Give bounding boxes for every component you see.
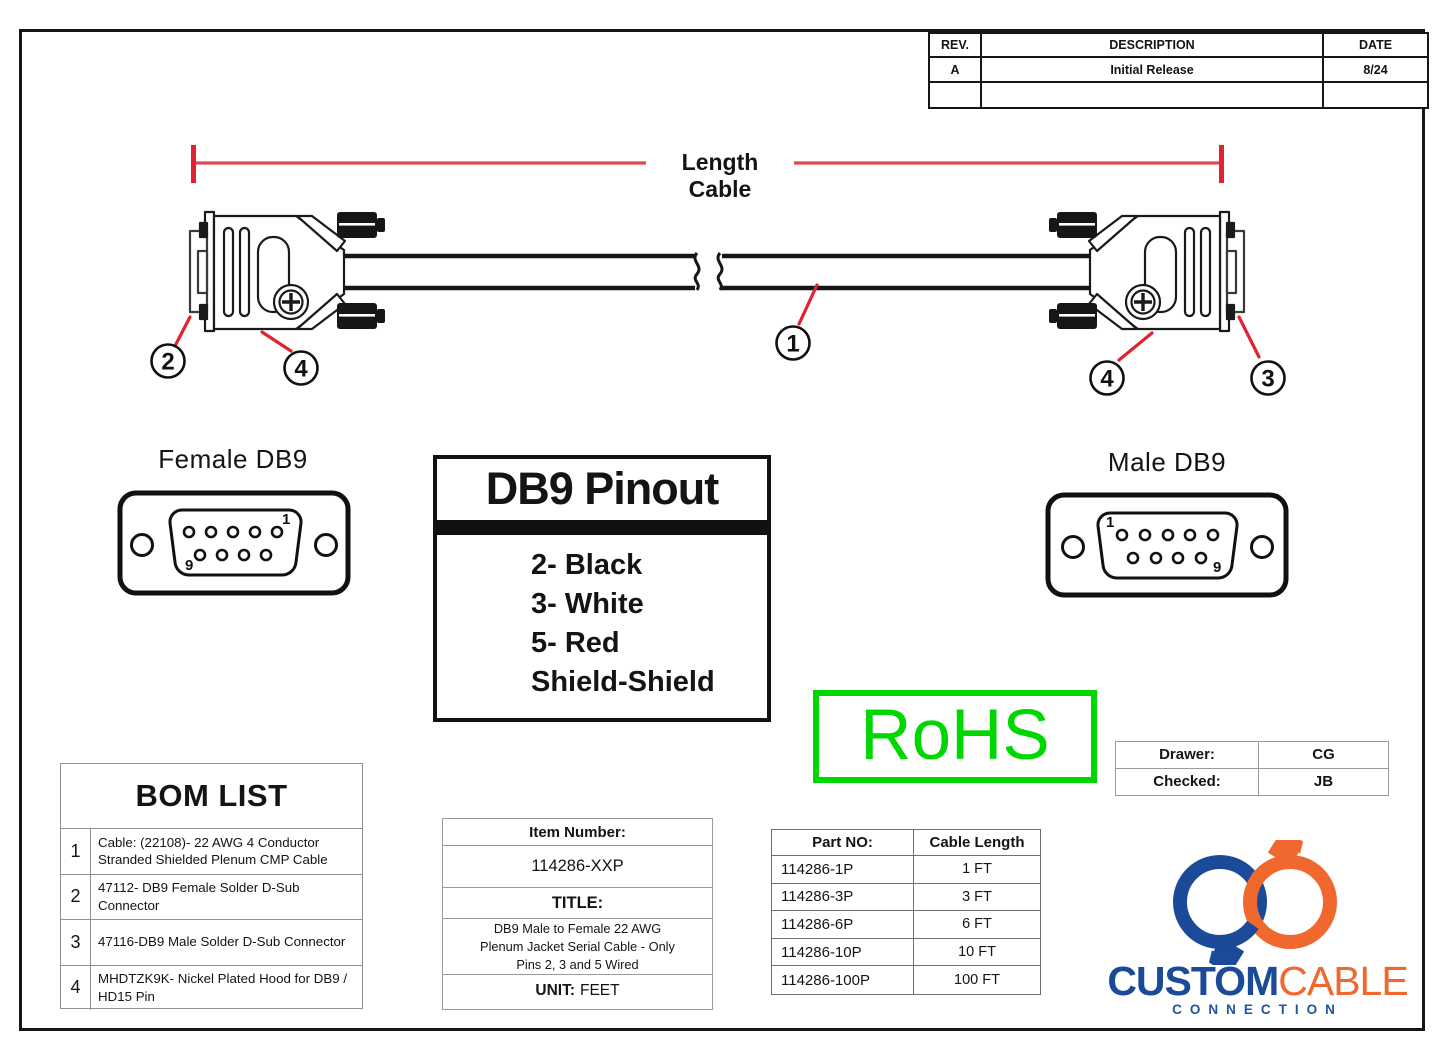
callout-4-right: 4 <box>1100 366 1114 393</box>
callout-leaders <box>174 283 1261 362</box>
title-line: Pins 2, 3 and 5 Wired <box>516 956 639 972</box>
revision-table: REV. DESCRIPTION DATE A Initial Release … <box>928 32 1429 109</box>
logo-cable: CABLE <box>1278 958 1408 1004</box>
item-number-label: Item Number: <box>443 819 712 846</box>
pinout-divider <box>437 520 767 535</box>
rev-value: A <box>930 58 982 83</box>
callout-2: 2 <box>161 349 174 376</box>
callout-3: 3 <box>1261 366 1274 393</box>
cable-length-header: Cable Length <box>914 830 1040 856</box>
bom-item-desc: 47116-DB9 Male Solder D-Sub Connector <box>98 934 346 950</box>
cable-length: 10 FT <box>914 939 1040 967</box>
part-no: 114286-10P <box>772 938 914 967</box>
bom-row: 3 47116-DB9 Male Solder D-Sub Connector <box>61 920 362 966</box>
bom-title: BOM LIST <box>61 764 362 829</box>
infinity-cable-icon <box>1173 829 1337 975</box>
date-header: DATE <box>1324 34 1427 58</box>
cable-length: 100 FT <box>954 972 1000 989</box>
bom-item-number: 3 <box>61 920 91 965</box>
title-value: DB9 Male to Female 22 AWG Plenum Jacket … <box>443 919 712 975</box>
callout-1: 1 <box>786 331 799 358</box>
part-no: 114286-1P <box>772 856 914 884</box>
bom-item-number: 4 <box>61 965 91 1010</box>
date-empty <box>1324 83 1427 107</box>
checked-label: Checked: <box>1116 768 1259 795</box>
db9-connector-right <box>1047 210 1246 333</box>
approval-table: Drawer: CG Checked: JB <box>1115 741 1389 796</box>
logo-connection: CONNECTION <box>1172 1002 1343 1017</box>
description-header: DESCRIPTION <box>982 34 1324 58</box>
logo-wordmark: CUSTOMCABLE <box>1085 958 1430 1005</box>
rev-header: REV. <box>930 34 982 58</box>
bom-row: 1 Cable: (22108)- 22 AWG 4 Conductor Str… <box>61 829 362 875</box>
description-empty <box>982 83 1324 107</box>
rohs-badge: RoHS <box>813 690 1097 783</box>
female-db9-face: 1 9 <box>117 490 351 596</box>
drawer-value: CG <box>1259 742 1388 769</box>
db9-connector-left <box>188 210 385 333</box>
callout-4-left: 4 <box>294 356 308 383</box>
rev-empty <box>930 83 982 107</box>
date-value: 8/24 <box>1324 58 1427 83</box>
pinout-line-4: Shield-Shield <box>531 666 715 698</box>
male-db9-face: 1 9 <box>1045 492 1289 598</box>
item-info-box: Item Number: 114286-XXP TITLE: DB9 Male … <box>442 818 713 1010</box>
bom-item-number: 2 <box>61 874 91 919</box>
item-number-value: 114286-XXP <box>443 846 712 888</box>
bom-row: 4 MHDTZK9K- Nickel Plated Hood for DB9 /… <box>61 965 362 1010</box>
pinout-title: DB9 Pinout <box>485 463 720 514</box>
bom-item-number: 1 <box>61 829 91 874</box>
pinout-line-2: 3- White <box>531 588 644 620</box>
male-db9-label: Male DB9 <box>1107 447 1227 477</box>
female-pin9-label: 9 <box>185 557 193 574</box>
logo-custom: CUSTOM <box>1107 958 1279 1004</box>
bom-item-desc: MHDTZK9K- Nickel Plated Hood for DB9 / H… <box>98 971 348 1004</box>
female-db9-label: Female DB9 <box>158 444 308 474</box>
company-logo: CUSTOMCABLE CONNECTION <box>1085 829 1430 1030</box>
sheet-border <box>19 29 1425 1031</box>
unit-value: FEET <box>579 982 620 999</box>
title-label: TITLE: <box>443 888 712 919</box>
cable-length: 3 FT <box>914 884 1040 912</box>
bom-list: BOM LIST 1 Cable: (22108)- 22 AWG 4 Cond… <box>60 763 363 1010</box>
callout-balloons: 2 4 1 4 3 <box>150 325 1286 396</box>
unit-row: UNIT: FEET <box>443 975 712 1007</box>
cable-length: 1 FT <box>914 856 1040 884</box>
part-no: 114286-3P <box>772 883 914 912</box>
bom-item-desc: Cable: (22108)- 22 AWG 4 Conductor Stran… <box>98 834 328 868</box>
bom-row: 2 47112- DB9 Female Solder D-Sub Connect… <box>61 874 362 920</box>
title-line: DB9 Male to Female 22 AWG <box>493 920 662 936</box>
cable-length: 6 FT <box>914 911 1040 939</box>
part-no-header: Part NO: <box>772 830 914 856</box>
unit-label: UNIT: <box>535 982 575 999</box>
pinout-line-1: 2- Black <box>531 549 643 581</box>
male-pin9-label: 9 <box>1213 559 1221 576</box>
cable <box>344 252 1090 291</box>
drawer-label: Drawer: <box>1116 742 1259 769</box>
length-dimension <box>191 145 1224 183</box>
bom-item-desc: 47112- DB9 Female Solder D-Sub Connector <box>98 880 300 913</box>
part-number-table: Part NO: Cable Length 114286-1P 1 FT 114… <box>771 829 1041 995</box>
checked-value: JB <box>1313 773 1334 791</box>
title-line: Plenum Jacket Serial Cable - Only <box>480 938 675 954</box>
part-no: 114286-6P <box>772 911 914 939</box>
description-value: Initial Release <box>982 58 1324 83</box>
female-pin1-label: 1 <box>282 511 290 528</box>
male-pin1-label: 1 <box>1106 514 1114 531</box>
pinout-box: DB9 Pinout 2- Black 3- White 5- Red Shie… <box>433 455 771 722</box>
part-no: 114286-100P <box>772 966 914 994</box>
length-cable-label: Length Cable <box>681 149 759 202</box>
pinout-line-3: 5- Red <box>531 627 620 659</box>
